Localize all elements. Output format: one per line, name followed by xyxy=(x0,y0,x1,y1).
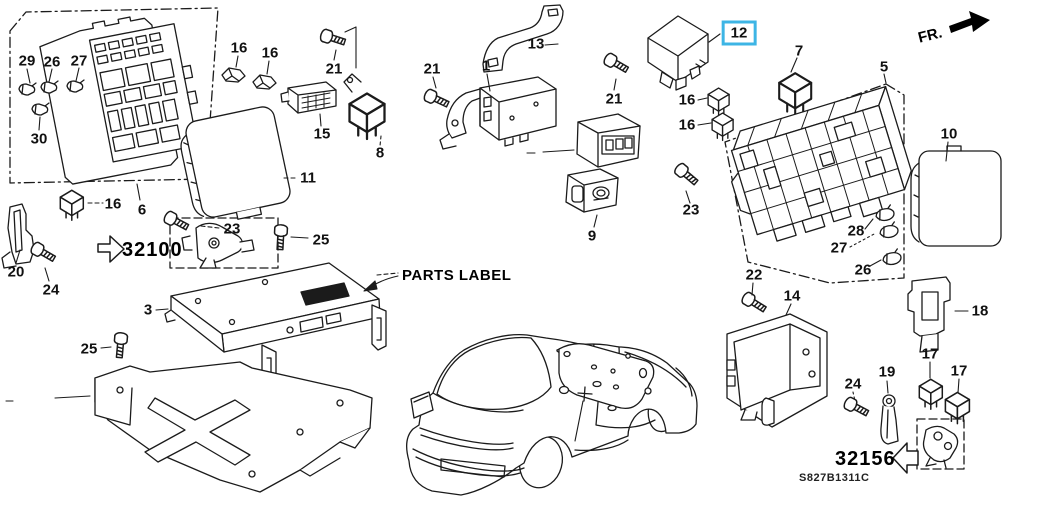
part-callout-13[interactable]: 13 xyxy=(527,35,545,53)
part-callout-18[interactable]: 18 xyxy=(971,302,989,320)
part-drawing-cover-11 xyxy=(180,106,291,220)
ref-32156-label[interactable]: 32156 xyxy=(835,448,896,470)
part-callout-16[interactable]: 16 xyxy=(104,195,122,213)
part-callout-25[interactable]: 25 xyxy=(312,231,330,249)
part-drawing-connector-15 xyxy=(280,81,337,114)
part-drawing-bracket-19 xyxy=(880,394,899,445)
part-callout-12[interactable]: 12 xyxy=(721,20,757,46)
part-drawing-mount-plate xyxy=(94,361,373,493)
part-drawing-sensor-32156 xyxy=(922,425,959,469)
part-callout-24[interactable]: 24 xyxy=(844,375,862,393)
part-drawing-unit-14 xyxy=(726,313,828,428)
part-callout-23[interactable]: 23 xyxy=(223,220,241,238)
part-callout-28[interactable]: 28 xyxy=(847,222,865,240)
fr-direction-arrow-icon xyxy=(949,11,990,33)
part-callout-17[interactable]: 17 xyxy=(921,345,939,363)
part-callout-26[interactable]: 26 xyxy=(43,53,61,71)
dashed-box-item6 xyxy=(9,7,219,184)
part-callout-30[interactable]: 30 xyxy=(30,130,48,148)
part-callout-20[interactable]: 20 xyxy=(7,263,25,281)
part-drawing-sensor-32100 xyxy=(181,222,255,269)
part-callout-10[interactable]: 10 xyxy=(940,125,958,143)
part-callout-22[interactable]: 22 xyxy=(745,266,763,284)
dashed-box-item5 xyxy=(724,83,905,284)
part-callout-16[interactable]: 16 xyxy=(261,44,279,62)
part-drawing-fuse-box-5 xyxy=(730,85,912,242)
car-illustration xyxy=(406,333,698,496)
part-drawing-bracket-13 xyxy=(482,4,564,73)
part-callout-3[interactable]: 3 xyxy=(143,301,153,319)
part-drawing-ecu-3 xyxy=(164,262,387,391)
part-callout-11[interactable]: 11 xyxy=(300,169,316,187)
part-callout-25[interactable]: 25 xyxy=(80,340,98,358)
part-callout-21[interactable]: 21 xyxy=(605,90,623,108)
part-callout-8[interactable]: 8 xyxy=(375,144,385,162)
part-callout-14[interactable]: 14 xyxy=(783,287,801,305)
ref-32100-label[interactable]: 32100 xyxy=(122,239,183,261)
part-callout-24[interactable]: 24 xyxy=(42,281,60,299)
part-callout-15[interactable]: 15 xyxy=(313,125,331,143)
part-callout-16[interactable]: 16 xyxy=(678,116,696,134)
part-callout-16[interactable]: 16 xyxy=(230,39,248,57)
part-callout-21[interactable]: 21 xyxy=(325,60,343,78)
part-drawing-connector-unnumbered xyxy=(576,113,641,168)
part-drawing-relay-8 xyxy=(343,73,386,141)
part-drawing-connector-9 xyxy=(565,168,619,213)
part-callout-27[interactable]: 27 xyxy=(70,52,88,70)
part-callout-9[interactable]: 9 xyxy=(587,227,597,245)
part-drawing-bracket-18 xyxy=(907,276,951,353)
part-callout-21[interactable]: 21 xyxy=(423,60,441,78)
part-callout-7[interactable]: 7 xyxy=(794,42,804,60)
ref-32156-arrow-icon[interactable] xyxy=(892,442,919,474)
part-drawing-unit-1 xyxy=(439,76,557,150)
part-drawing-bracket-20 xyxy=(1,203,35,269)
part-callout-16[interactable]: 16 xyxy=(678,91,696,109)
part-callout-6[interactable]: 6 xyxy=(137,201,147,219)
dashed-box-ref-32156 xyxy=(916,418,965,470)
part-callout-23[interactable]: 23 xyxy=(682,201,700,219)
part-drawing-relay-12 xyxy=(647,15,709,91)
part-drawing-fuse-box-6 xyxy=(39,16,199,185)
leader-lines xyxy=(5,26,969,442)
diagram-code: S827B1311C xyxy=(799,472,870,484)
part-callout-29[interactable]: 29 xyxy=(18,52,36,70)
part-callout-1[interactable]: 1 xyxy=(481,57,491,75)
part-callout-19[interactable]: 19 xyxy=(878,363,896,381)
part-drawing-cover-10 xyxy=(910,145,1002,247)
part-callout-27[interactable]: 27 xyxy=(830,239,848,257)
part-callout-5[interactable]: 5 xyxy=(879,58,889,76)
parts-label-text: PARTS LABEL xyxy=(402,267,512,284)
part-callout-26[interactable]: 26 xyxy=(854,261,872,279)
ref-32100-arrow-icon[interactable] xyxy=(97,235,125,263)
part-callout-17[interactable]: 17 xyxy=(950,362,968,380)
